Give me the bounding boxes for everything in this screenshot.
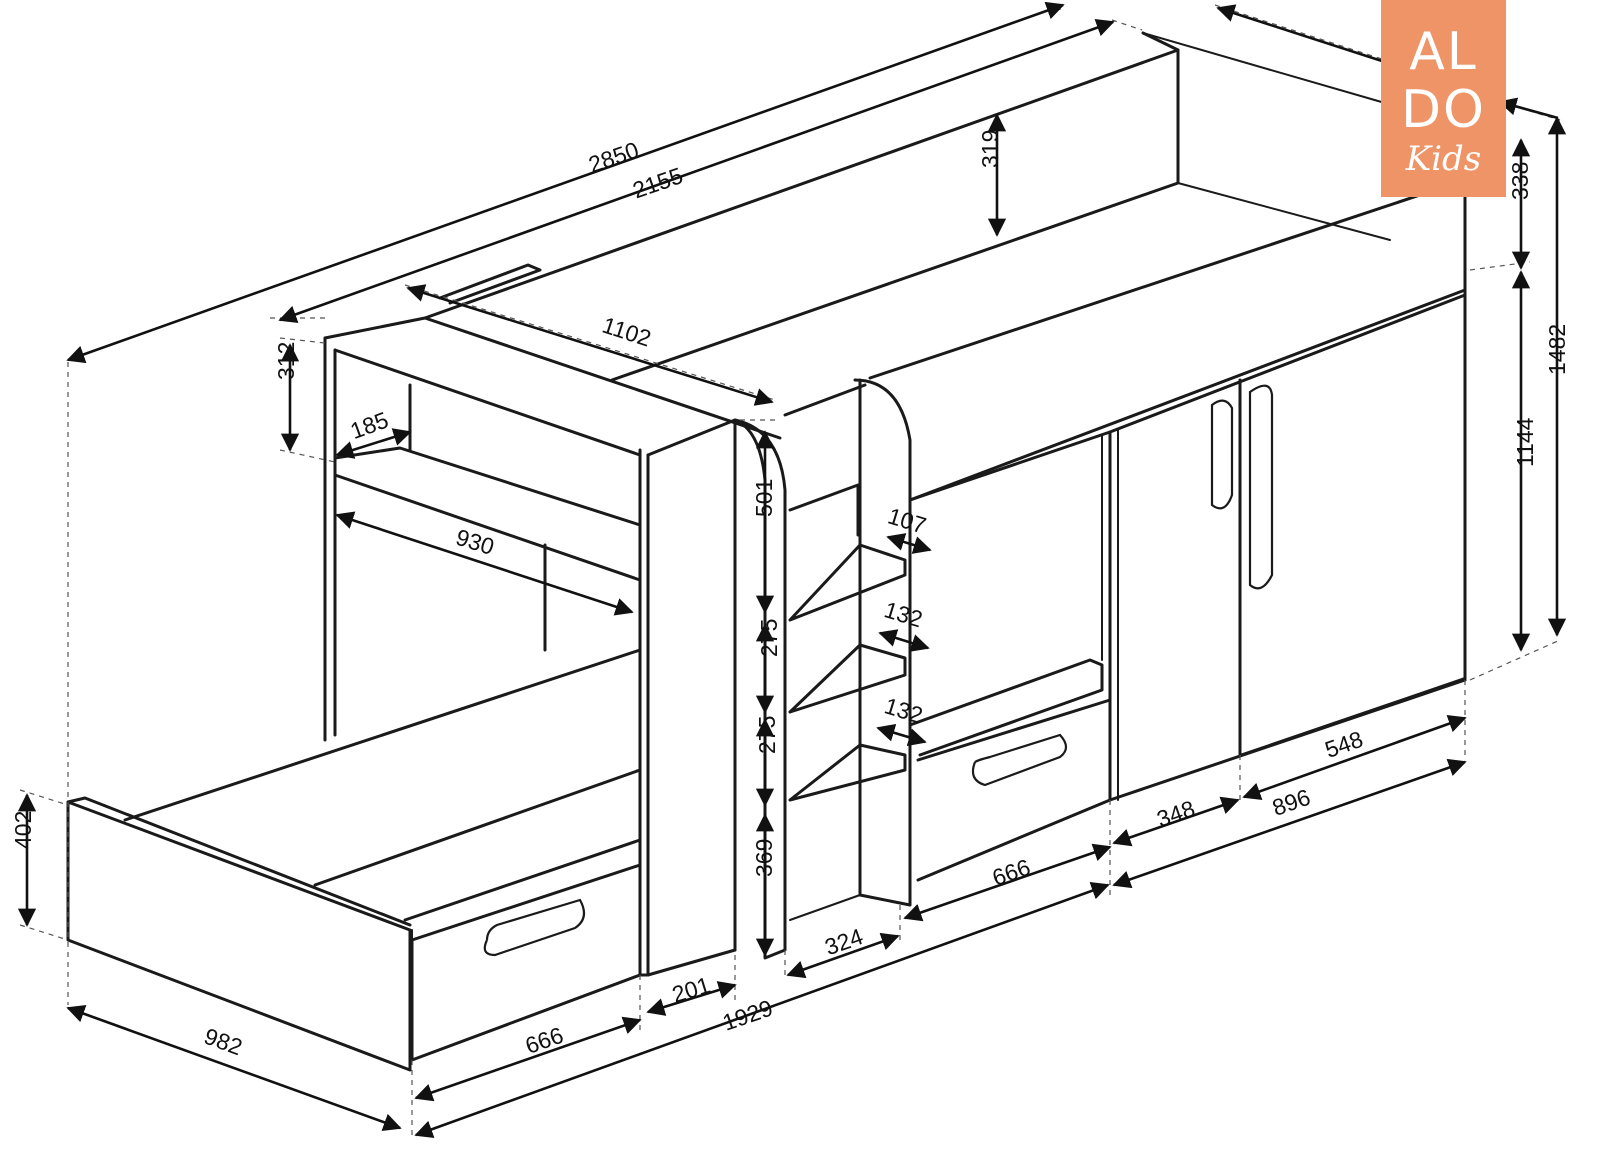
label-wardrobe-height: 1144 bbox=[1512, 417, 1538, 467]
label-wardrobe-left-width: 348 bbox=[1153, 795, 1198, 832]
label-drawer-left-width: 666 bbox=[522, 1022, 567, 1059]
extension-lines bbox=[19, 4, 1561, 1140]
label-ladder-bottom-gap: 369 bbox=[751, 839, 777, 877]
dim-line-666-right bbox=[903, 843, 1112, 922]
dim-line-982 bbox=[66, 1005, 402, 1131]
dim-line-1102 bbox=[406, 284, 774, 406]
dim-line-548 bbox=[1242, 714, 1467, 801]
right-drawer-handle bbox=[971, 733, 1068, 787]
label-step-depth-low: 132 bbox=[882, 692, 926, 728]
label-lower-total-length: 1929 bbox=[719, 995, 776, 1036]
label-ladder-gap-1: 275 bbox=[756, 619, 782, 657]
label-step-depth-mid: 132 bbox=[881, 596, 925, 632]
dimension-lines bbox=[17, 1, 1567, 1138]
dim-line-1929 bbox=[414, 882, 1110, 1138]
wardrobe-handle-right bbox=[1248, 384, 1274, 590]
dim-line-depth-top bbox=[1216, 4, 1386, 64]
label-shelf-depth: 185 bbox=[347, 406, 392, 444]
dim-line-132-b bbox=[876, 723, 927, 747]
label-top-bed-width: 1102 bbox=[599, 312, 654, 352]
logo-text-line-3: Kids bbox=[1405, 139, 1482, 179]
aldo-kids-logo: AL DO Kids bbox=[1381, 0, 1506, 197]
right-drawer bbox=[916, 698, 1112, 882]
shelf-board-upper bbox=[333, 446, 642, 527]
label-drawer-right-width: 666 bbox=[989, 854, 1034, 891]
wardrobe-handle-left bbox=[1210, 399, 1234, 510]
center-post bbox=[646, 418, 737, 952]
dim-line-2155 bbox=[278, 18, 1115, 324]
logo-text-line-2: DO bbox=[1401, 80, 1486, 140]
ladder-side-right bbox=[853, 378, 912, 907]
label-overall-length: 2850 bbox=[585, 137, 642, 178]
label-lower-bed-width: 982 bbox=[201, 1023, 246, 1061]
dim-line-324 bbox=[786, 932, 900, 979]
dim-line-930 bbox=[335, 511, 634, 616]
ladder-step-2 bbox=[788, 643, 907, 714]
label-lower-bed-height: 402 bbox=[10, 811, 36, 849]
dim-line-132-a bbox=[878, 629, 930, 652]
label-ladder-base-width: 324 bbox=[821, 923, 866, 960]
dim-line-2850 bbox=[66, 1, 1065, 364]
label-shelf-unit-height: 312 bbox=[273, 342, 299, 380]
label-wardrobe-total-width: 896 bbox=[1269, 784, 1314, 821]
label-post-width: 201 bbox=[669, 972, 713, 1008]
dim-line-depth-top-right bbox=[1498, 97, 1559, 120]
ladder-step-3 bbox=[788, 743, 907, 802]
label-top-guard-height: 319 bbox=[977, 130, 1003, 168]
label-ladder-gap-2: 275 bbox=[754, 716, 780, 754]
label-top-bed-length: 2155 bbox=[629, 162, 686, 203]
left-drawer-handle bbox=[483, 898, 586, 957]
dim-line-107 bbox=[886, 533, 932, 554]
label-right-guard-height: 338 bbox=[1507, 162, 1533, 200]
label-step-depth-top: 107 bbox=[885, 503, 929, 539]
lower-bed-footboard bbox=[66, 800, 412, 1072]
logo-text-line-1: AL bbox=[1409, 22, 1478, 82]
dim-line-185 bbox=[335, 428, 412, 459]
bunk-bed-outline bbox=[66, 31, 1467, 1072]
label-total-height: 1482 bbox=[1544, 324, 1570, 375]
label-wardrobe-right-width: 548 bbox=[1322, 726, 1367, 763]
label-ladder-upper-gap: 501 bbox=[751, 479, 777, 517]
ladder-step-1 bbox=[788, 543, 907, 622]
